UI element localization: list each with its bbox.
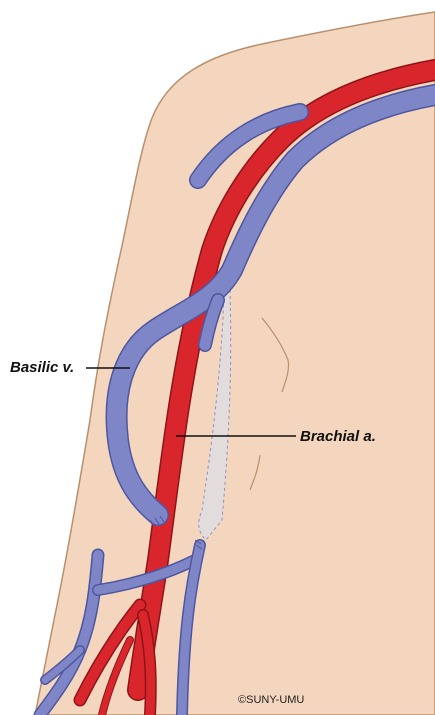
copyright-credit: ©SUNY-UMU bbox=[238, 694, 304, 706]
brachial-artery-label: Brachial a. bbox=[300, 428, 376, 445]
basilic-vein-label: Basilic v. bbox=[10, 359, 74, 376]
